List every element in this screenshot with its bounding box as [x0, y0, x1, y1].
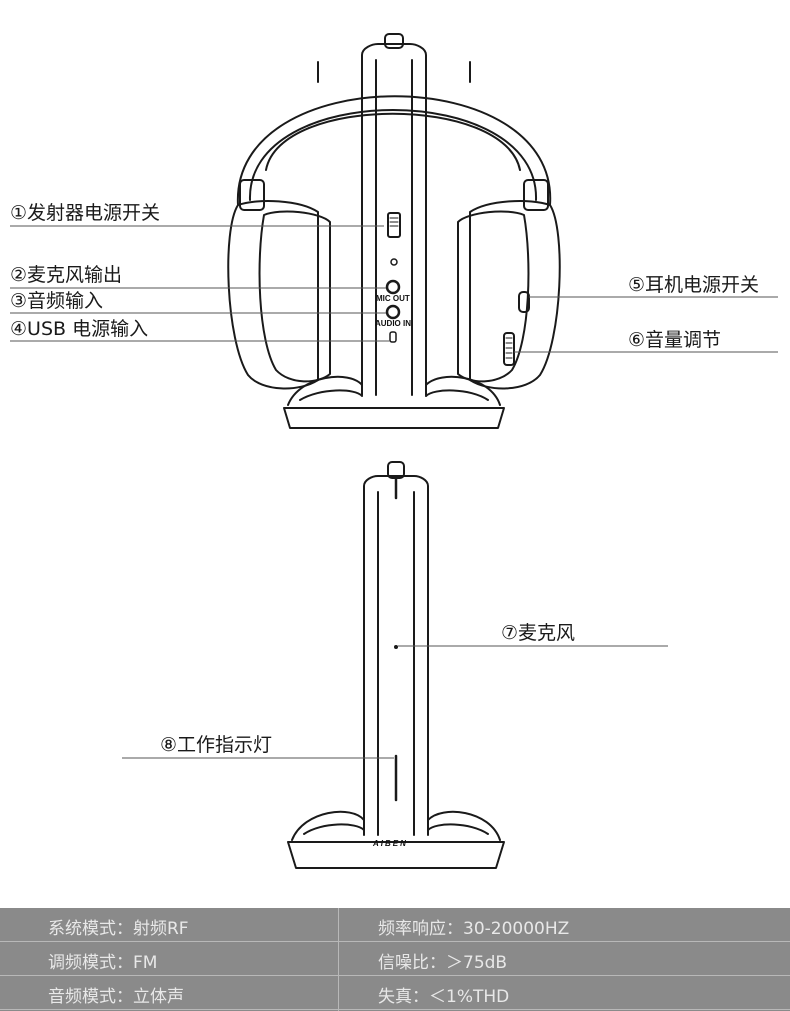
spec-cell: 失真：＜1%THD: [378, 987, 510, 1007]
brand-logo: AIBEN: [373, 839, 408, 848]
spec-row: 调频模式：FM 信噪比：＞75dB: [0, 942, 790, 976]
callout-indicator: ⑧工作指示灯: [160, 734, 273, 756]
spec-cell: 调频模式：FM: [48, 953, 158, 973]
device-label-mic-out: MIC OUT: [376, 294, 410, 303]
spec-cell: 音频模式：立体声: [48, 987, 184, 1007]
callout-usb-power: ④USB 电源输入: [10, 318, 149, 340]
spec-row: 系统模式：射频RF 频率响应：30-20000HZ: [0, 908, 790, 942]
callout-audio-in: ③音频输入: [10, 290, 104, 312]
callout-headphone-power: ⑤耳机电源开关: [628, 274, 760, 296]
callout-power-switch: ①发射器电源开关: [10, 202, 161, 224]
headphones-front-illustration: [10, 33, 778, 429]
callout-mic-out: ②麦克风输出: [10, 264, 123, 286]
spec-cell: 信噪比：＞75dB: [378, 953, 508, 973]
stand-side-illustration: [122, 461, 668, 869]
spec-column-divider: [338, 908, 339, 1011]
spec-cell: 系统模式：射频RF: [48, 919, 189, 939]
device-label-audio-in: AUDIO IN: [375, 319, 411, 328]
spec-row: 音频模式：立体声 失真：＜1%THD: [0, 976, 790, 1010]
callout-volume: ⑥音量调节: [628, 329, 722, 351]
spec-table: 系统模式：射频RF 频率响应：30-20000HZ 调频模式：FM 信噪比：＞7…: [0, 908, 790, 1011]
spec-cell: 频率响应：30-20000HZ: [378, 919, 570, 939]
callout-microphone: ⑦麦克风: [501, 622, 576, 644]
